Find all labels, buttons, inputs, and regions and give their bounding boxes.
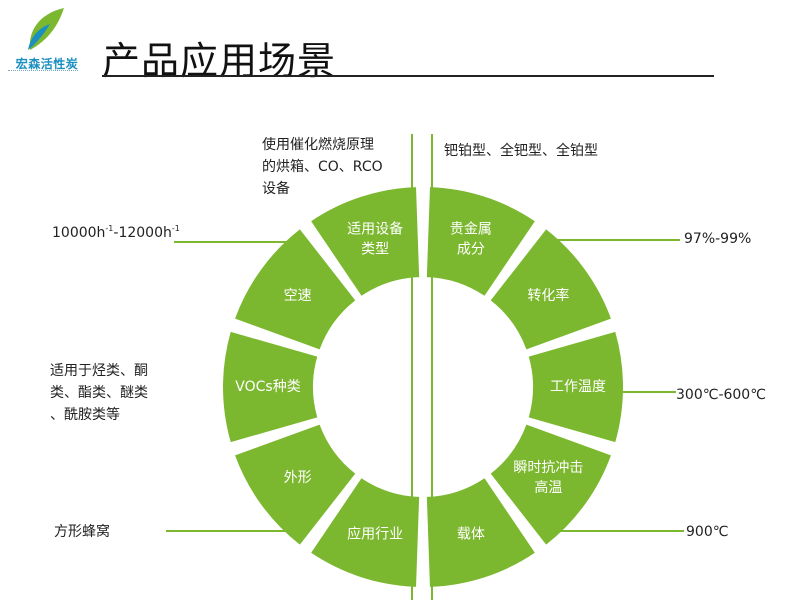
brand-subline	[8, 70, 78, 74]
wheel-segment	[490, 229, 611, 350]
wheel-segment-label: 贵金属	[450, 222, 492, 238]
wheel-segment-label: 空速	[284, 288, 312, 304]
space-velocity-from: 10000h	[52, 225, 106, 241]
space-velocity-to: -12000h	[113, 225, 172, 241]
title-rule	[102, 75, 714, 77]
wheel-segment-label: VOCs种类	[235, 379, 300, 395]
annotation-shape: 方形蜂窝	[54, 524, 110, 540]
wheel-segment	[311, 187, 420, 296]
wheel-segment-label: 高温	[534, 479, 562, 496]
annotation-equipment-line: 使用催化燃烧原理	[262, 137, 374, 153]
annotation-equipment-line: 的烘箱、CO、RCO	[262, 159, 383, 175]
wheel-segment-label: 适用设备	[347, 221, 403, 238]
brand-name: 宏森活性炭	[15, 57, 79, 71]
annotation-voc-line: 、酰胺类等	[50, 407, 120, 423]
wheel-segment	[235, 229, 356, 350]
wheel-segment	[223, 331, 318, 443]
wheel-segment-label: 成分	[457, 242, 485, 258]
annotation-equipment-line: 设备	[262, 181, 290, 197]
wheel-segment	[235, 424, 356, 545]
annotation-voc-types: 适用于烃类、酮 类、酯类、醚类 、酰胺类等	[50, 360, 148, 426]
space-velocity-to-exp: -1	[171, 224, 180, 233]
annotation-temperature: 300℃-600℃	[676, 387, 766, 403]
annotation-space-velocity: 10000h-1-12000h-1	[52, 222, 180, 244]
wheel-segment-label: 载体	[457, 526, 485, 542]
wheel-segment-label: 类型	[361, 242, 389, 258]
annotation-conversion: 97%-99%	[684, 231, 752, 247]
annotation-shock: 900℃	[686, 524, 729, 540]
wheel-segment-label: 外形	[284, 470, 312, 486]
annotation-voc-line: 适用于烃类、酮	[50, 363, 148, 379]
wheel-segment-label: 工作温度	[550, 379, 606, 395]
leaf-logo-icon	[28, 8, 65, 50]
space-velocity-from-exp: -1	[105, 224, 114, 233]
wheel-segment-label: 瞬时抗冲击	[513, 460, 583, 476]
wheel-segment	[528, 331, 623, 443]
wheel-segment	[426, 187, 535, 296]
annotation-voc-line: 类、酯类、醚类	[50, 385, 148, 401]
wheel-segment-label: 应用行业	[347, 525, 403, 542]
wheel-segment-label: 转化率	[527, 287, 569, 304]
wheel-segment	[490, 424, 611, 545]
annotation-equipment: 使用催化燃烧原理 的烘箱、CO、RCO 设备	[262, 134, 383, 200]
wheel-segment	[311, 478, 420, 587]
wheel-segment	[426, 478, 535, 587]
annotation-precious-metal: 钯铂型、全钯型、全铂型	[444, 143, 598, 159]
